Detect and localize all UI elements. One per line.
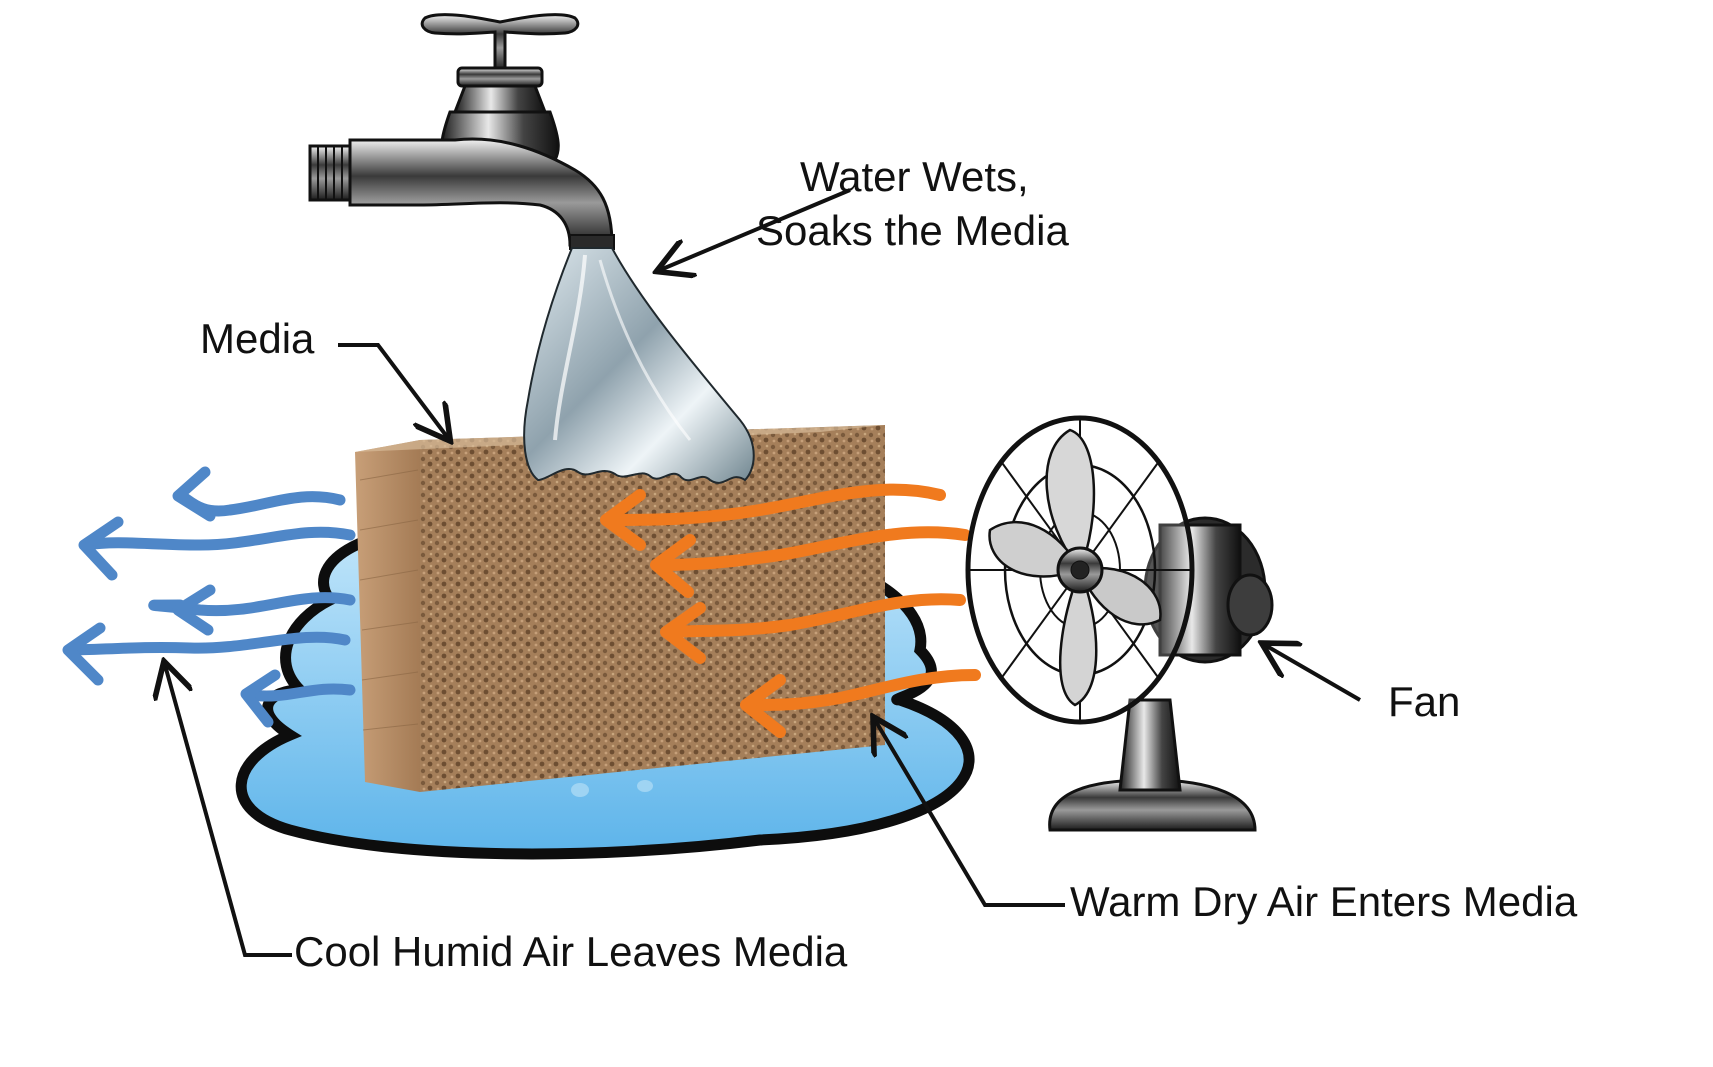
leader-fan — [1265, 645, 1362, 702]
warm-air-arrow — [744, 669, 981, 711]
label-fan: Fan — [1388, 678, 1461, 725]
fan-icon — [965, 415, 1274, 832]
leader-cool — [165, 665, 292, 957]
label-warm-air: Warm Dry Air Enters Media — [1070, 878, 1578, 925]
warm-air-arrow — [654, 526, 971, 571]
leader-water — [660, 188, 851, 270]
warm-air-arrow — [664, 593, 966, 638]
cool-air-arrow — [244, 683, 356, 702]
leader-warm — [875, 720, 1065, 907]
label-water-wets: Water Wets, Soaks the Media — [756, 150, 1069, 258]
leader-lines — [165, 188, 1362, 957]
label-cool-air: Cool Humid Air Leaves Media — [294, 928, 848, 975]
cool-air-arrows — [62, 466, 356, 728]
media-pad-icon — [355, 425, 885, 792]
label-water-line1: Water Wets, — [800, 153, 1029, 200]
label-media: Media — [200, 315, 315, 362]
cool-air-arrow — [64, 631, 351, 656]
label-water-line2: Soaks the Media — [756, 206, 1069, 254]
warm-air-arrow — [604, 483, 946, 526]
warm-air-arrows — [600, 483, 981, 738]
cool-air-arrow — [79, 526, 356, 551]
water-stream-icon — [523, 247, 755, 484]
leader-media — [338, 343, 448, 438]
faucet-icon — [308, 13, 615, 250]
cool-air-arrow — [148, 592, 356, 617]
